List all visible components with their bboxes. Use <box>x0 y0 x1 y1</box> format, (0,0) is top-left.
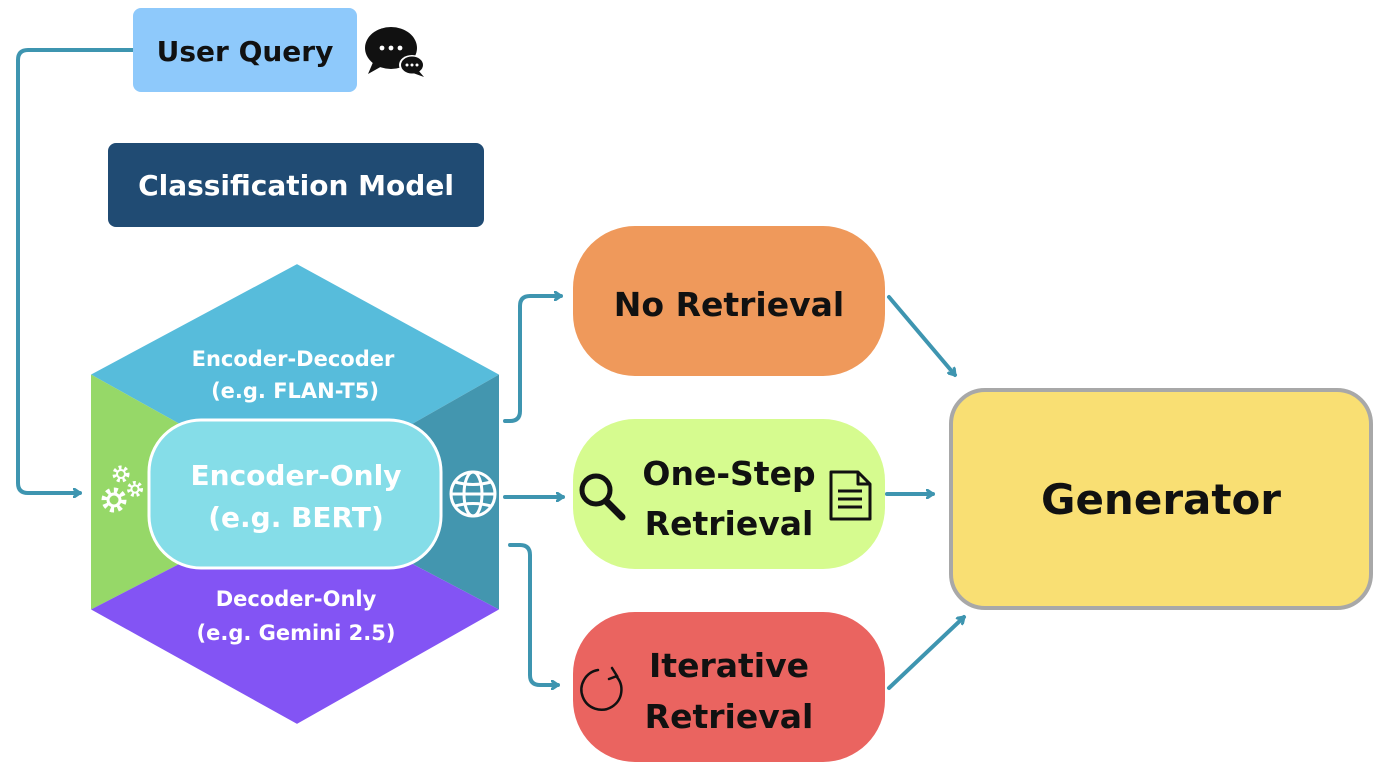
generator-node <box>949 388 1373 610</box>
edge-query-to-encoder <box>16 48 135 493</box>
encoder-decoder-line1: Encoder-Decoder <box>192 347 395 371</box>
iterative-label-line1: Iterative <box>649 646 809 685</box>
iterative-retrieval-node <box>573 612 885 762</box>
one-step-label-line2: Retrieval <box>645 504 814 543</box>
decoder-only-section <box>90 560 500 725</box>
no-retrieval-node <box>573 226 885 376</box>
decoder-only-line2: (e.g. Gemini 2.5) <box>197 621 396 645</box>
encoder-decoder-line2: (e.g. FLAN-T5) <box>211 379 379 403</box>
edge-to-iterative <box>508 543 560 685</box>
decoder-only-line1: Decoder-Only <box>216 587 377 611</box>
gears-icon <box>101 465 143 513</box>
iterative-label-line2: Retrieval <box>645 697 814 736</box>
refresh-icon <box>580 666 623 711</box>
encoder-only-line2: (e.g. BERT) <box>208 501 384 534</box>
no-retrieval-label: No Retrieval <box>614 285 844 324</box>
encoder-decoder-section <box>90 263 500 428</box>
user-query-box <box>133 8 357 92</box>
generator-label: Generator <box>1041 475 1281 524</box>
encoder-only-line1: Encoder-Only <box>191 459 402 492</box>
one-step-retrieval-node <box>573 419 885 569</box>
edge-to-no-retrieval <box>503 296 563 423</box>
document-icon <box>829 470 872 521</box>
classification-model-label: Classification Model <box>138 169 454 202</box>
user-query-label: User Query <box>157 35 334 68</box>
model-hexagon <box>89 261 501 727</box>
encoder-only-section <box>147 418 443 570</box>
edge-iterative-to-generator <box>887 615 966 690</box>
classification-model-box <box>108 143 484 227</box>
chat-bubbles-icon <box>365 27 425 77</box>
magnifier-icon <box>579 473 626 521</box>
one-step-label-line1: One-Step <box>642 454 815 493</box>
edge-no-retrieval-to-generator <box>887 295 957 377</box>
globe-icon <box>449 470 497 518</box>
connectors <box>16 48 966 690</box>
